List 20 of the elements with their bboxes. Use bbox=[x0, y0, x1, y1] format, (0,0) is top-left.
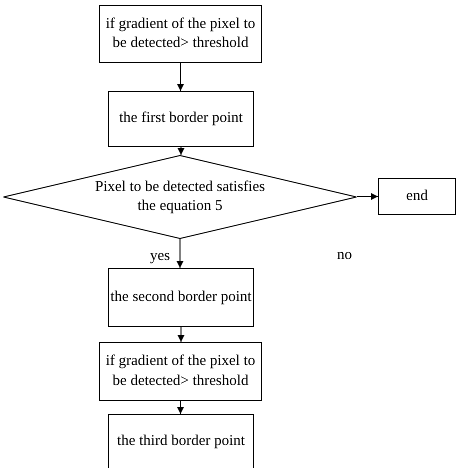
decision-diamond bbox=[3, 155, 357, 239]
arrow bbox=[356, 193, 378, 200]
node-text: the second border point bbox=[110, 288, 252, 307]
node-text: end bbox=[406, 186, 428, 206]
process-box bbox=[108, 91, 254, 147]
process-box bbox=[108, 414, 254, 468]
process-box bbox=[108, 268, 254, 327]
process-box bbox=[99, 5, 262, 63]
arrow bbox=[178, 326, 184, 342]
arrow bbox=[176, 238, 184, 268]
arrow bbox=[177, 62, 184, 92]
node-text: the first border point bbox=[119, 109, 243, 128]
node-text: if gradient of the pixel to be detected> threshold bbox=[104, 14, 256, 53]
arrow bbox=[178, 146, 184, 156]
node-text: the third border point bbox=[117, 432, 245, 452]
arrow bbox=[177, 400, 184, 414]
node-text: Pixel to be detected satisfies the equation 5 bbox=[94, 178, 266, 216]
process-box bbox=[378, 178, 456, 215]
node-text: if gradient of the pixel to be detected> threshold bbox=[104, 352, 256, 390]
process-box bbox=[99, 342, 262, 401]
